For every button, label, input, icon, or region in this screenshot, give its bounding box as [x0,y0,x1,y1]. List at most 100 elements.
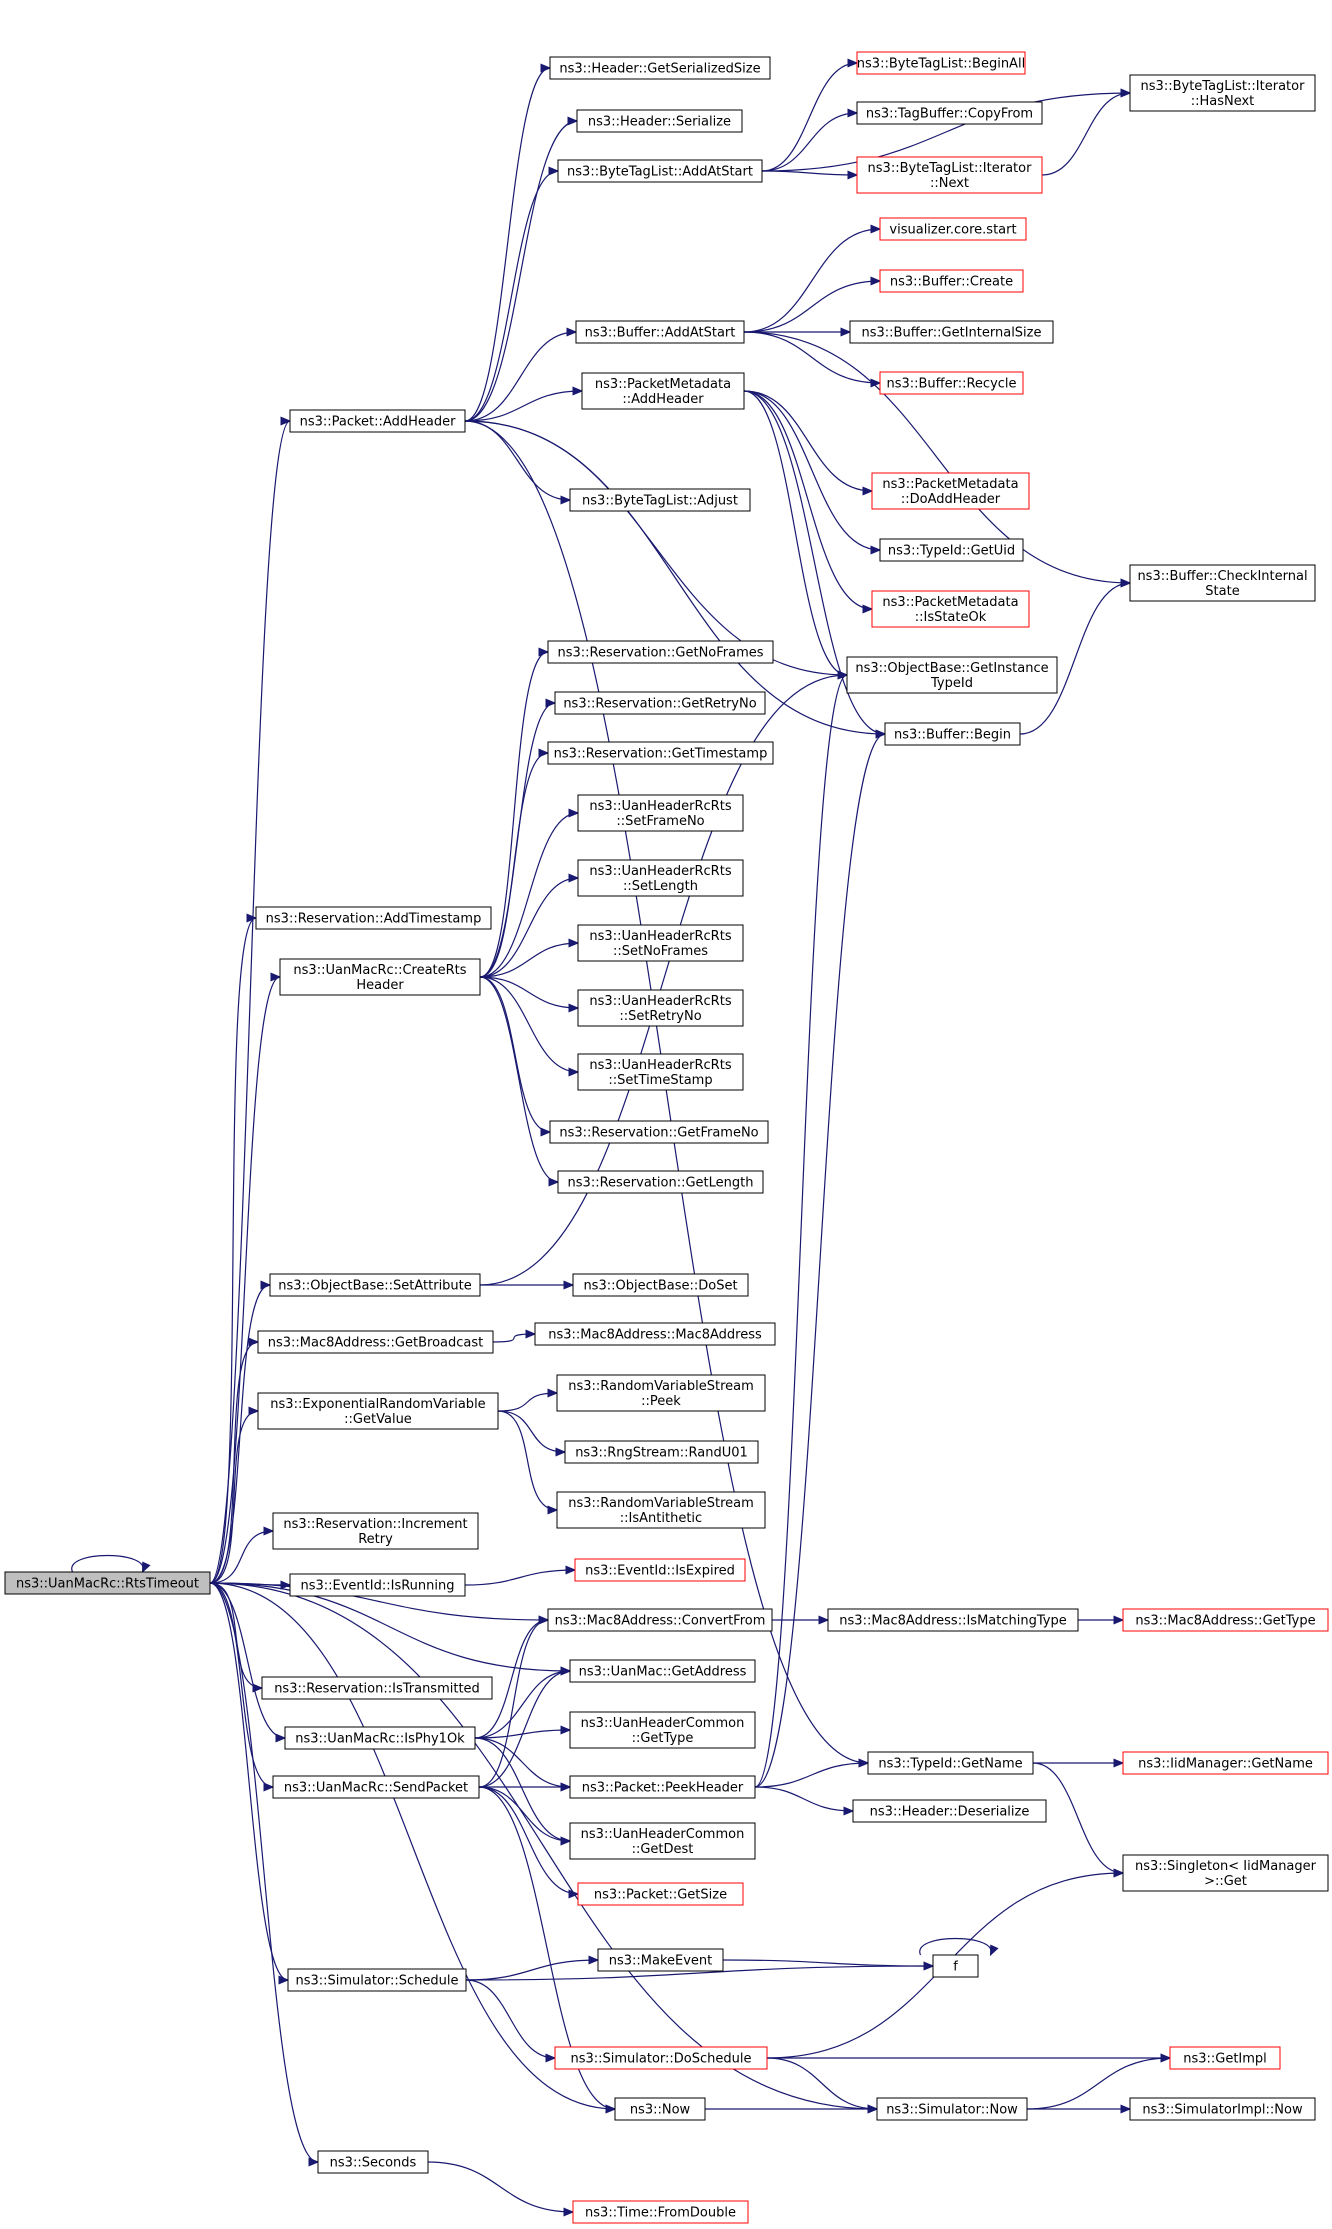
node-m8-ctor[interactable]: ns3::Mac8Address::Mac8Address [534,1322,776,1346]
node-buf-create[interactable]: ns3::Buffer::Create [879,269,1024,293]
node-now[interactable]: ns3::Now [614,2097,706,2121]
node-m8-get-broadcast[interactable]: ns3::Mac8Address::GetBroadcast [257,1330,494,1354]
node-box [287,1968,467,1992]
node-m8-get-type[interactable]: ns3::Mac8Address::GetType [1122,1608,1329,1632]
node-exp-get-value[interactable]: ns3::ExponentialRandomVariable::GetValue [257,1392,499,1430]
node-rc-set-length[interactable]: ns3::UanHeaderRcRts::SetLength [577,859,744,897]
edge-send-packet-to-peek-header [479,1782,572,1792]
edge-create-rts-to-rc-set-retry-no [479,976,580,1013]
node-hc-get-dest[interactable]: ns3::UanHeaderCommon::GetDest [569,1822,756,1860]
node-uan-get-address[interactable]: ns3::UanMac::GetAddress [569,1659,756,1683]
node-box [1129,564,1316,602]
node-pm-do-add-header[interactable]: ns3::PacketMetadata::DoAddHeader [871,472,1030,510]
node-res-add-timestamp[interactable]: ns3::Reservation::AddTimestamp [255,906,492,930]
node-btl-iter-has-next[interactable]: ns3::ByteTagList::Iterator::HasNext [1129,74,1316,112]
edge-root-to-create-rts [209,972,282,1584]
node-res-get-length[interactable]: ns3::Reservation::GetLength [557,1170,764,1194]
node-box [547,1608,773,1632]
node-buf-add-at-start[interactable]: ns3::Buffer::AddAtStart [575,320,745,344]
node-res-get-frame-no[interactable]: ns3::Reservation::GetFrameNo [549,1120,769,1144]
node-sim-do-schedule[interactable]: ns3::Simulator::DoSchedule [554,2046,768,2070]
node-get-impl[interactable]: ns3::GetImpl [1169,2046,1281,2070]
node-root[interactable]: ns3::UanMacRc::RtsTimeout [4,1571,211,1595]
node-rc-set-no-frames[interactable]: ns3::UanHeaderRcRts::SetNoFrames [577,924,744,962]
node-add-header[interactable]: ns3::Packet::AddHeader [289,409,466,433]
node-viz-start[interactable]: visualizer.core.start [879,217,1027,241]
node-box [1169,2046,1281,2070]
node-ev-is-expired[interactable]: ns3::EventId::IsExpired [574,1558,746,1582]
node-btl-iter-next[interactable]: ns3::ByteTagList::Iterator::Next [856,156,1043,194]
node-seconds[interactable]: ns3::Seconds [317,2150,429,2174]
node-box [856,156,1043,194]
node-hdr-get-ser-size[interactable]: ns3::Header::GetSerializedSize [549,56,771,80]
node-label: Retry [358,1532,393,1547]
node-label: ::Peek [641,1394,681,1409]
node-buf-get-internal-size[interactable]: ns3::Buffer::GetInternalSize [849,320,1054,344]
node-peek-header[interactable]: ns3::Packet::PeekHeader [569,1775,756,1799]
node-res-get-timestamp[interactable]: ns3::Reservation::GetTimestamp [547,741,774,765]
node-btl-adjust[interactable]: ns3::ByteTagList::Adjust [569,488,751,512]
node-label: ns3::MakeEvent [609,1954,713,1969]
node-label: ns3::Buffer::Begin [894,728,1011,743]
node-box [575,320,745,344]
node-m8-convert-from[interactable]: ns3::Mac8Address::ConvertFrom [547,1608,773,1632]
node-buf-recycle[interactable]: ns3::Buffer::Recycle [879,371,1024,395]
node-label: ns3::Simulator::DoSchedule [570,2052,751,2067]
node-res-is-transmitted[interactable]: ns3::Reservation::IsTransmitted [261,1676,493,1700]
node-send-packet[interactable]: ns3::UanMacRc::SendPacket [272,1775,480,1799]
node-btl-add-at-start[interactable]: ns3::ByteTagList::AddAtStart [557,159,763,183]
node-m8-is-matching-type[interactable]: ns3::Mac8Address::IsMatchingType [827,1608,1079,1632]
node-pkt-get-size[interactable]: ns3::Packet::GetSize [577,1882,744,1906]
node-rvs-is-antithetic[interactable]: ns3::RandomVariableStream::IsAntithetic [556,1491,766,1529]
node-box [576,109,743,133]
edge-root-to-exp-get-value [209,1406,260,1584]
node-ob-set-attribute[interactable]: ns3::ObjectBase::SetAttribute [269,1273,481,1297]
node-res-get-retry-no[interactable]: ns3::Reservation::GetRetryNo [554,691,766,715]
node-tid-get-uid[interactable]: ns3::TypeId::GetUid [879,538,1024,562]
node-buf-begin[interactable]: ns3::Buffer::Begin [884,722,1021,746]
node-label: ns3::Buffer::CheckInternal [1137,569,1307,584]
node-box [884,722,1021,746]
edge-add-header-to-btl-add-at-start [464,166,560,422]
node-rng-rand-u01[interactable]: ns3::RngStream::RandU01 [564,1440,759,1464]
node-rc-set-time-stamp[interactable]: ns3::UanHeaderRcRts::SetTimeStamp [577,1053,744,1091]
node-sim-now[interactable]: ns3::Simulator::Now [876,2097,1028,2121]
node-label: ns3::TagBuffer::CopyFrom [866,107,1033,122]
node-sim-impl-now[interactable]: ns3::SimulatorImpl::Now [1129,2097,1316,2121]
node-hdr-deserialize[interactable]: ns3::Header::Deserialize [852,1799,1047,1823]
edge-peek-header-to-ob-get-inst-tid [754,670,849,1788]
node-time-from-double[interactable]: ns3::Time::FromDouble [572,2200,749,2224]
node-tid-get-name[interactable]: ns3::TypeId::GetName [867,1751,1034,1775]
node-label: ns3::Header::GetSerializedSize [559,62,760,77]
node-res-get-no-frames[interactable]: ns3::Reservation::GetNoFrames [547,640,774,664]
node-singleton-get[interactable]: ns3::Singleton< IidManager >::Get [1122,1854,1329,1892]
node-label: ns3::Buffer::Recycle [886,377,1016,392]
node-hc-get-type[interactable]: ns3::UanHeaderCommon::GetType [569,1711,756,1749]
node-sim-schedule[interactable]: ns3::Simulator::Schedule [287,1968,467,1992]
edge-sim-schedule-to-sim-do-schedule [465,1979,557,2063]
node-rvs-peek[interactable]: ns3::RandomVariableStream::Peek [556,1374,766,1412]
node-pm-add-header[interactable]: ns3::PacketMetadata::AddHeader [581,372,745,410]
node-iid-get-name[interactable]: ns3::IidManager::GetName [1122,1751,1329,1775]
node-hdr-serialize[interactable]: ns3::Header::Serialize [576,109,743,133]
node-label: ns3::Reservation::GetRetryNo [563,697,756,712]
node-label: ns3::UanMacRc::CreateRts [293,963,466,978]
edge-peek-header-to-tid-get-name [754,1758,870,1788]
node-label: ns3::RngStream::RandU01 [575,1446,748,1461]
node-rc-set-retry-no[interactable]: ns3::UanHeaderRcRts::SetRetryNo [577,989,744,1027]
node-btl-begin-all[interactable]: ns3::ByteTagList::BeginAll [856,51,1026,75]
node-ev-is-running[interactable]: ns3::EventId::IsRunning [289,1573,466,1597]
node-make-event[interactable]: ns3::MakeEvent [597,1948,724,1972]
node-label: ns3::ByteTagList::Adjust [582,494,738,509]
node-label: ns3::UanHeaderCommon [581,1716,745,1731]
node-pm-is-state-ok[interactable]: ns3::PacketMetadata::IsStateOk [871,590,1030,628]
node-ob-do-set[interactable]: ns3::ObjectBase::DoSet [572,1273,749,1297]
node-tb-copy-from[interactable]: ns3::TagBuffer::CopyFrom [856,101,1043,125]
node-rc-set-frame-no[interactable]: ns3::UanHeaderRcRts::SetFrameNo [577,794,744,832]
node-f[interactable]: f [932,1954,979,1978]
node-is-phy1-ok[interactable]: ns3::UanMacRc::IsPhy1Ok [284,1726,476,1750]
